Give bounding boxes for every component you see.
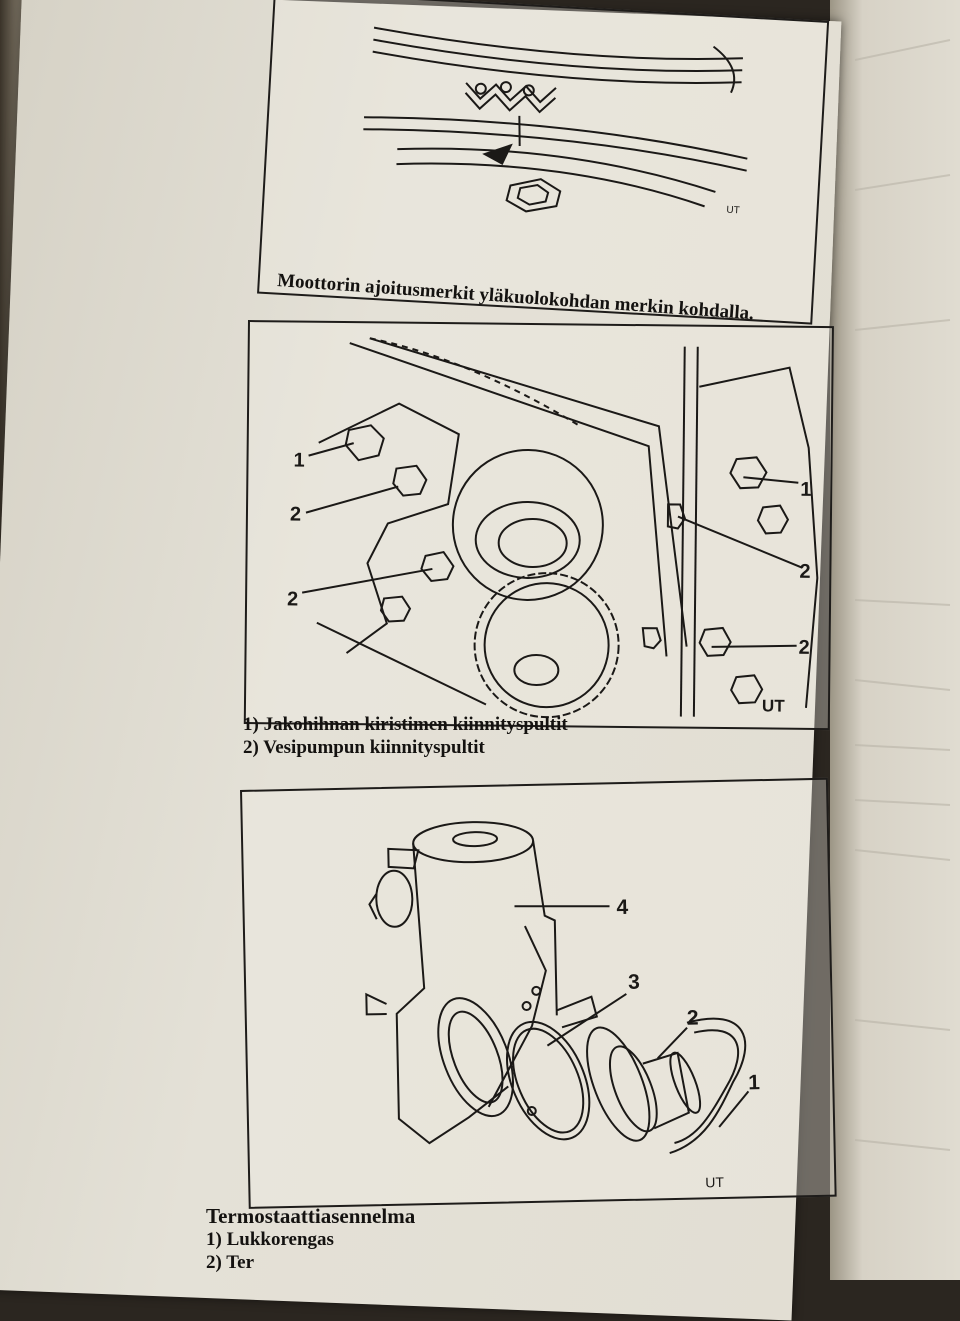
water-pump-legend-item-2: 2) Vesipumpun kiinnityspultit [243,737,485,758]
fig1-corner-mark: UT [726,205,740,217]
fig2-callout-2b: 2 [287,588,298,610]
thermostat-legend-item-2: 2) Ter [206,1252,255,1273]
fig3-callout-4: 4 [616,896,628,919]
water-pump-legend-item-1: 1) Jakohihnan kiristimen kiinnityspultit [243,714,568,735]
thermostat-legend-item-1: 1) Lukkorengas [206,1229,334,1250]
fig2-callout-2a: 2 [290,503,301,525]
thermostat-drawing: 4 3 2 1 UT [365,821,760,1190]
fig2-callout-1b: 1 [800,479,811,501]
fig3-callout-3: 3 [628,971,640,994]
fig3-callout-1: 1 [748,1071,760,1094]
right-page [830,0,960,1280]
timing-marks-figure: UT [257,0,830,325]
fig2-callout-2d: 2 [798,637,809,659]
thermostat-figure: 4 3 2 1 UT [240,777,837,1209]
thermostat-title: Termostaattiasennelma [206,1204,416,1228]
water-pump-drawing: 1 1 2 2 2 2 UT [287,337,819,719]
fig2-corner-mark: UT [762,696,785,715]
water-pump-figure: 1 1 2 2 2 2 UT [243,320,834,731]
right-page-bleed-through [854,39,951,1151]
water-pump-legend: 1) Jakohihnan kiristimen kiinnityspultit… [243,713,568,759]
fig3-corner-mark: UT [705,1174,724,1190]
thermostat-legend: Termostaattiasennelma 1) Lukkorengas 2) … [206,1205,415,1274]
fig2-callout-1a: 1 [293,449,304,471]
fig3-callout-2: 2 [687,1006,699,1029]
fig2-callout-2c: 2 [799,561,810,583]
timing-marks-drawing: UT [363,26,748,217]
